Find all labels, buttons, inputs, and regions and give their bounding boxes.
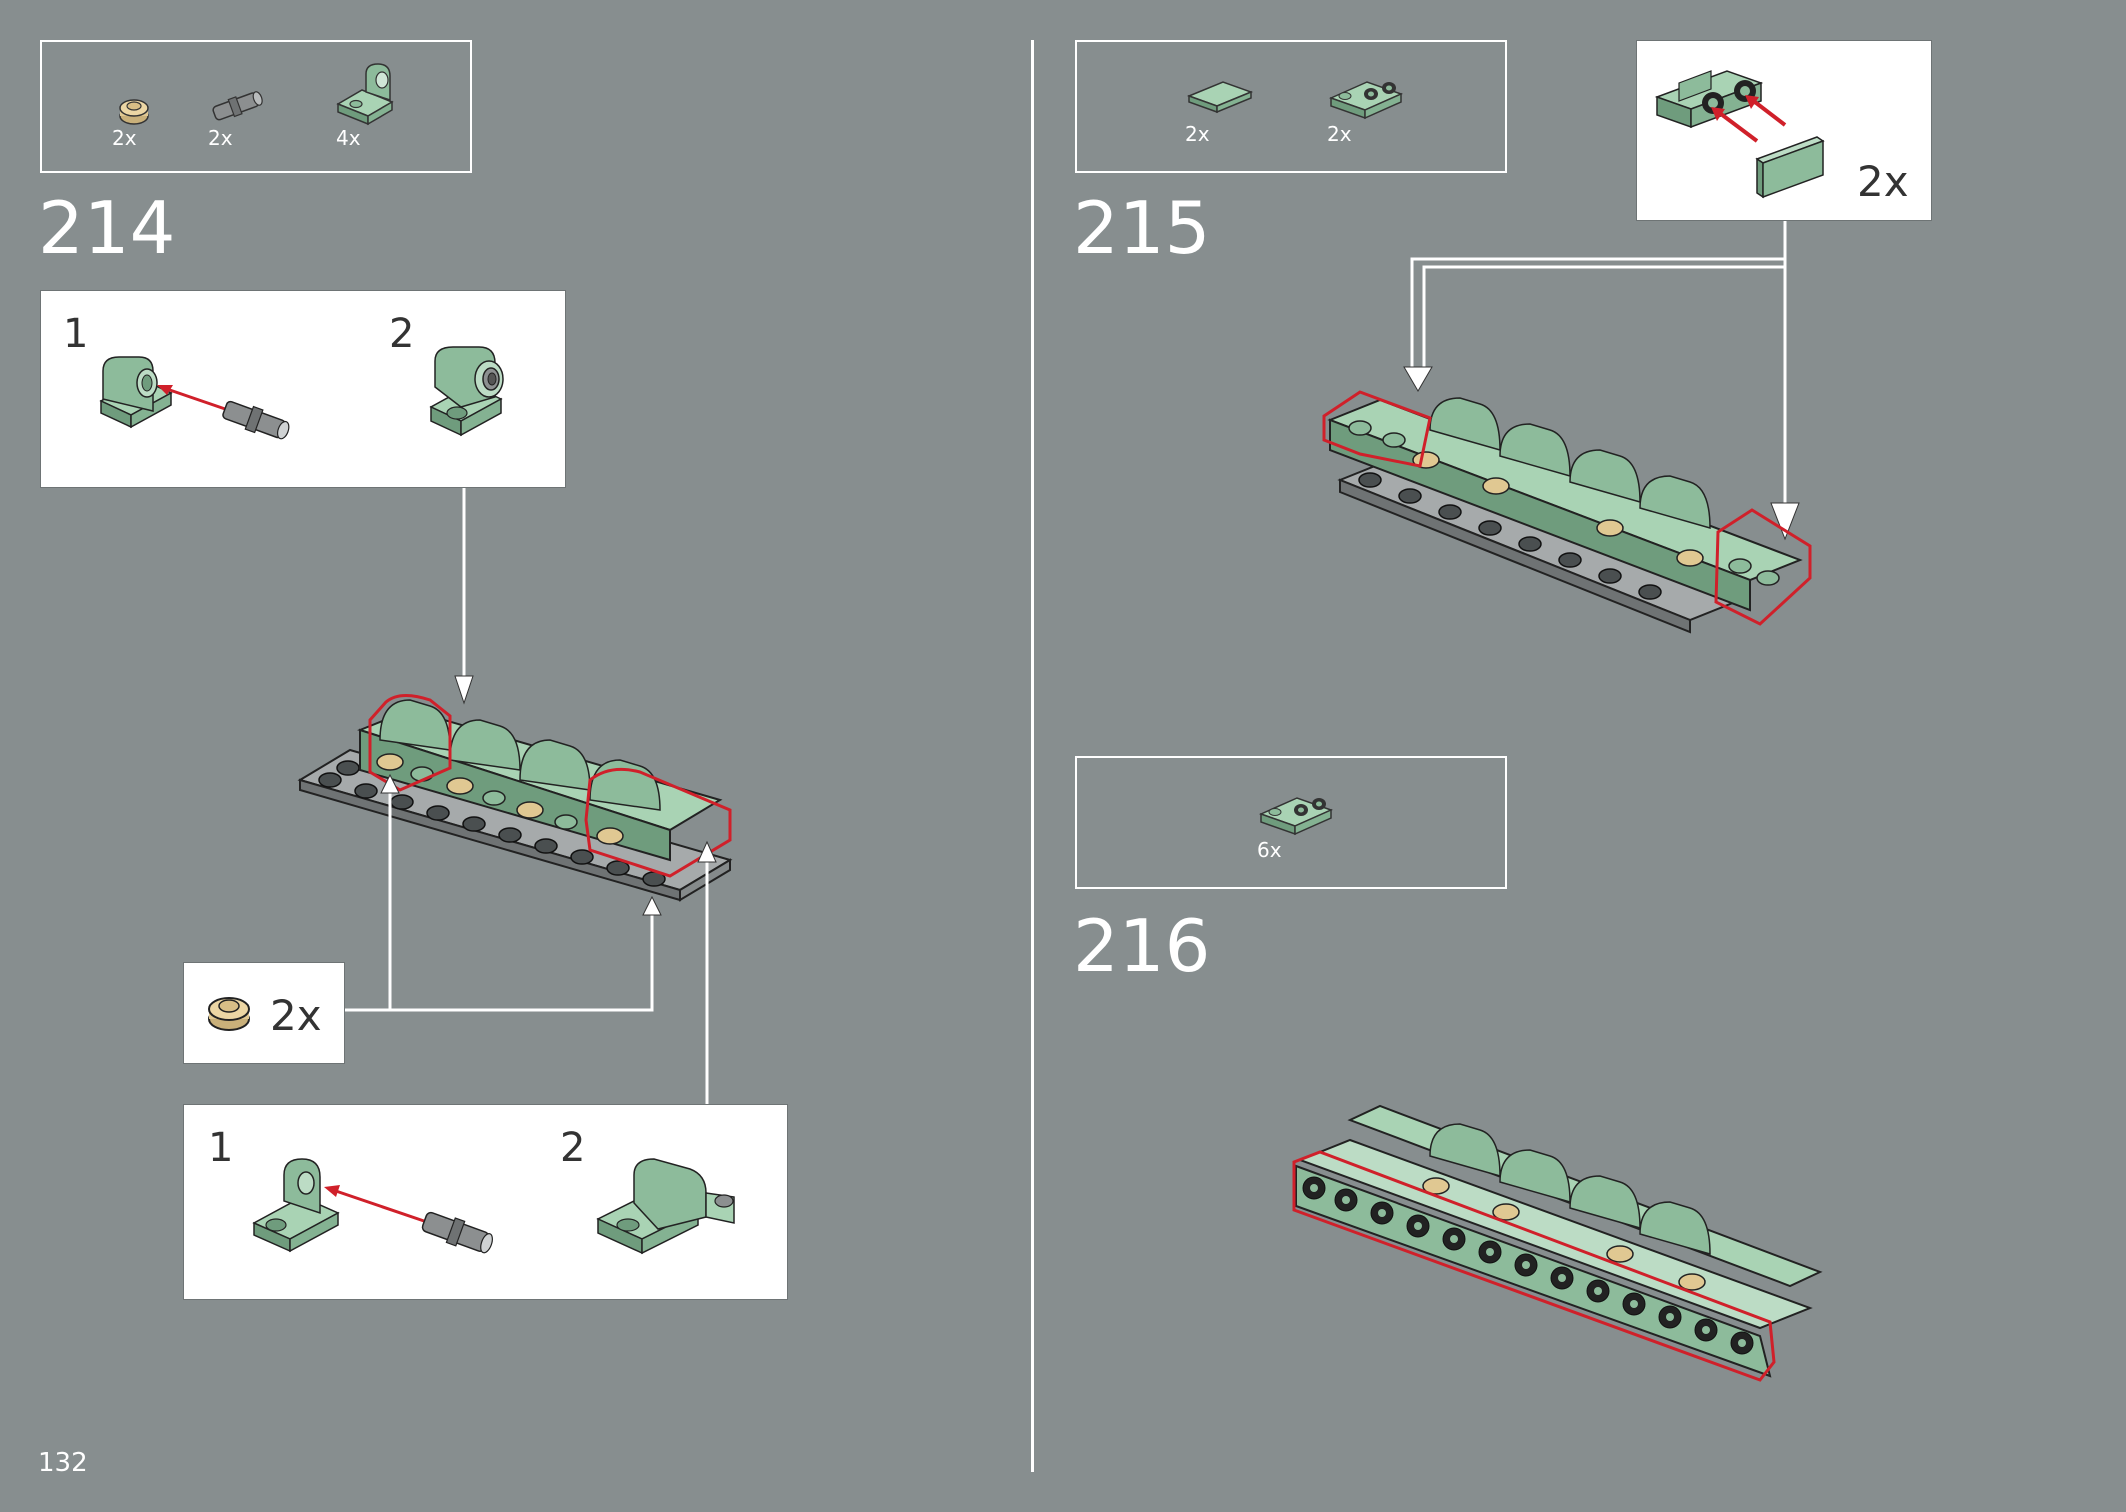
tan-round-plate-icon — [208, 997, 250, 1031]
bracket-and-pin-illustration — [99, 356, 290, 440]
connector-arrows-215 — [1403, 221, 1800, 541]
subassembly-callout-bottom: 1 2 — [183, 1104, 788, 1300]
sand-green-tile-icon — [1186, 81, 1254, 114]
connector-arrow-top — [454, 488, 474, 705]
part-qty: 4x — [336, 126, 361, 150]
connector-arrow-bottom — [697, 840, 717, 1105]
tan-round-plate-icon — [119, 99, 149, 125]
part-qty: 6x — [1257, 838, 1282, 862]
part-qty: 2x — [112, 126, 137, 150]
part-qty: 2x — [1185, 122, 1210, 146]
parts-callout-mid: 2x — [183, 962, 345, 1064]
sand-green-bracket-icon — [1328, 81, 1404, 120]
part-qty: 2x — [1327, 122, 1352, 146]
substep-number: 2 — [560, 1125, 586, 1171]
step-214-parts-box: 2x 2x 4x — [40, 40, 472, 173]
sand-green-bracket-icon — [1258, 797, 1334, 836]
step-number: 214 — [38, 186, 176, 270]
gray-pin-icon — [212, 91, 263, 121]
bracket-and-tile-illustration — [1654, 70, 1825, 199]
substep-number: 1 — [208, 1125, 234, 1171]
step-number: 216 — [1073, 904, 1211, 988]
substep-number: 1 — [63, 311, 89, 357]
part-qty: 2x — [208, 126, 233, 150]
step-216-assembly — [1292, 1104, 1823, 1382]
callout-qty: 2x — [270, 991, 322, 1040]
callout-qty: 2x — [1857, 157, 1909, 206]
bracket-with-pin-illustration — [429, 346, 504, 437]
step-216-parts-box: 6x — [1075, 756, 1507, 889]
subassembly-callout-top: 1 2 — [40, 290, 566, 488]
subassembly-callout-215: 2x — [1636, 40, 1932, 221]
step-number: 215 — [1073, 186, 1211, 270]
step-215-parts-box: 2x 2x — [1075, 40, 1507, 173]
page-number: 132 — [38, 1448, 88, 1478]
connector-arrows-mid — [345, 773, 662, 1012]
step-214-assembly — [297, 694, 733, 902]
substep-number: 2 — [389, 311, 415, 357]
bracket-and-pin-illustration — [252, 1158, 493, 1254]
step-215-assembly — [1322, 390, 1812, 634]
sand-green-bracket-icon — [336, 63, 394, 126]
page-divider — [1031, 40, 1034, 1472]
bracket-with-pin-illustration — [596, 1158, 735, 1255]
